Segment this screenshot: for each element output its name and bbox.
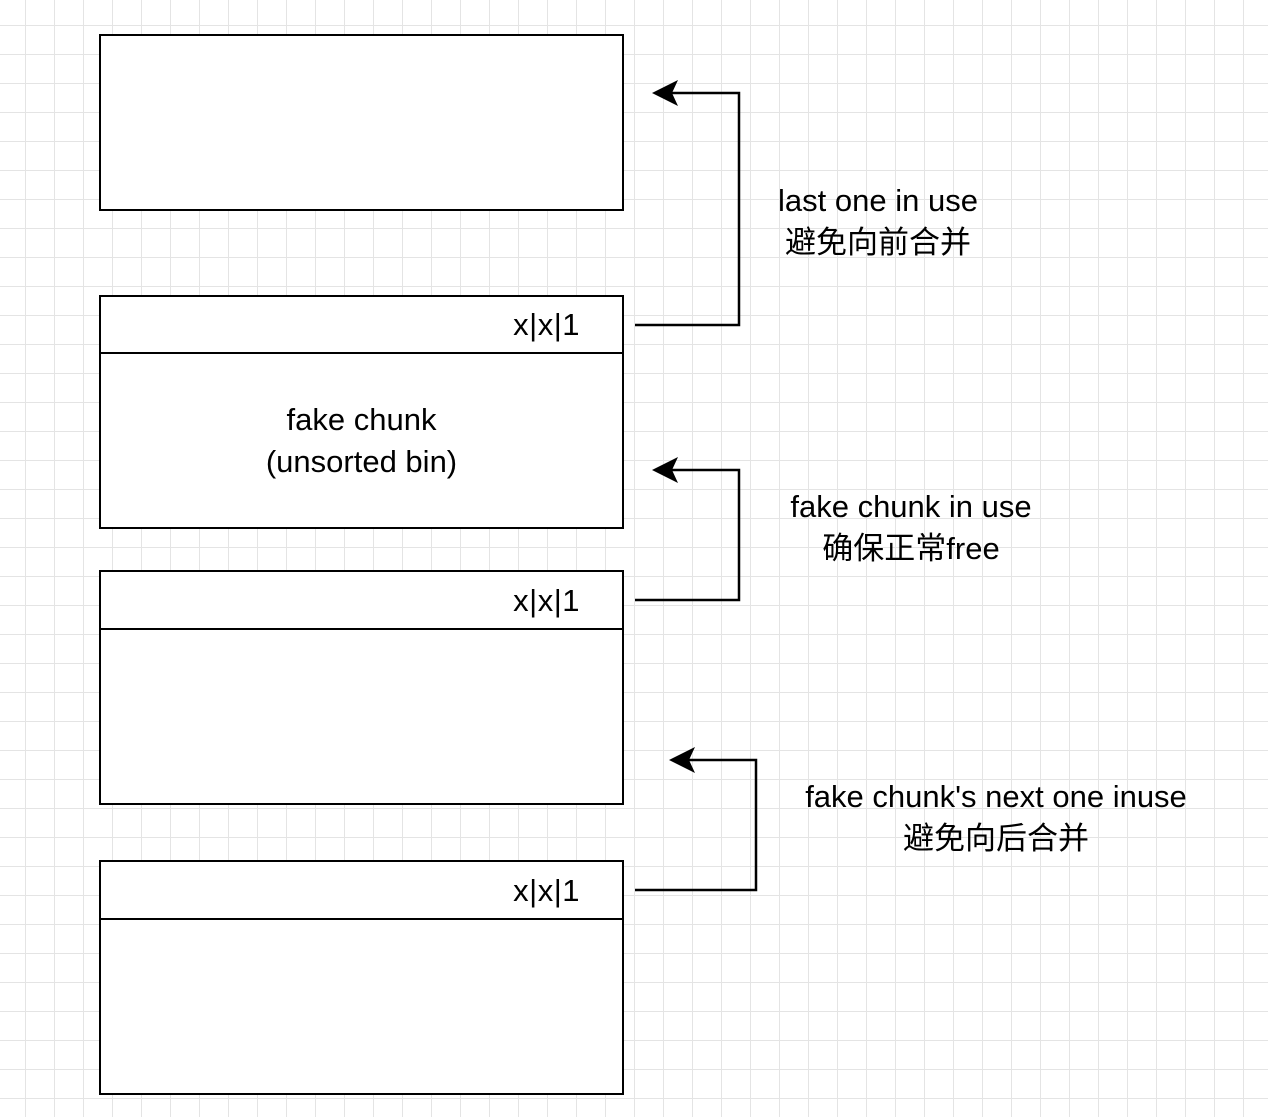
arrow-1-line (635, 91, 741, 327)
chunk-2-flags: x|x|1 (513, 582, 580, 618)
annotation-1-line-2: 避免向前合并 (785, 225, 971, 260)
annotation-2-line-1: fake chunk in use (790, 489, 1032, 524)
fake-chunk-label: fake chunk (unsorted bin) (101, 354, 622, 527)
chunk-3-header: x|x|1 (99, 860, 624, 921)
annotation-2-line-2: 确保正常free (822, 531, 1000, 566)
annotation-fake-chunk-in-use: fake chunk in use 确保正常free (768, 486, 1054, 570)
fake-chunk-body: fake chunk (unsorted bin) (99, 352, 624, 529)
chunk-2-header: x|x|1 (99, 570, 624, 631)
fake-chunk-subtitle: (unsorted bin) (265, 443, 458, 479)
chunk-3-body (99, 918, 624, 1095)
arrow-3-head (669, 747, 695, 773)
arrow-2-head (652, 457, 678, 483)
arrow-1-head (652, 80, 678, 106)
chunk-1-flags: x|x|1 (513, 307, 580, 342)
arrow-2-line (635, 468, 741, 602)
chunk-2-body (99, 628, 624, 805)
chunk-3-flags: x|x|1 (513, 872, 580, 908)
chunk-1-header: x|x|1 (99, 295, 624, 355)
annotation-next-one-inuse: fake chunk's next one inuse 避免向后合并 (776, 776, 1216, 860)
arrow-3-line (635, 758, 758, 892)
fake-chunk-title: fake chunk (286, 401, 437, 437)
annotation-1-line-1: last one in use (778, 183, 978, 218)
annotation-3-line-2: 避免向后合并 (903, 821, 1089, 856)
annotation-last-one-in-use: last one in use 避免向前合并 (760, 180, 996, 264)
annotation-3-line-1: fake chunk's next one inuse (805, 779, 1187, 814)
chunk-top-block (99, 34, 624, 211)
